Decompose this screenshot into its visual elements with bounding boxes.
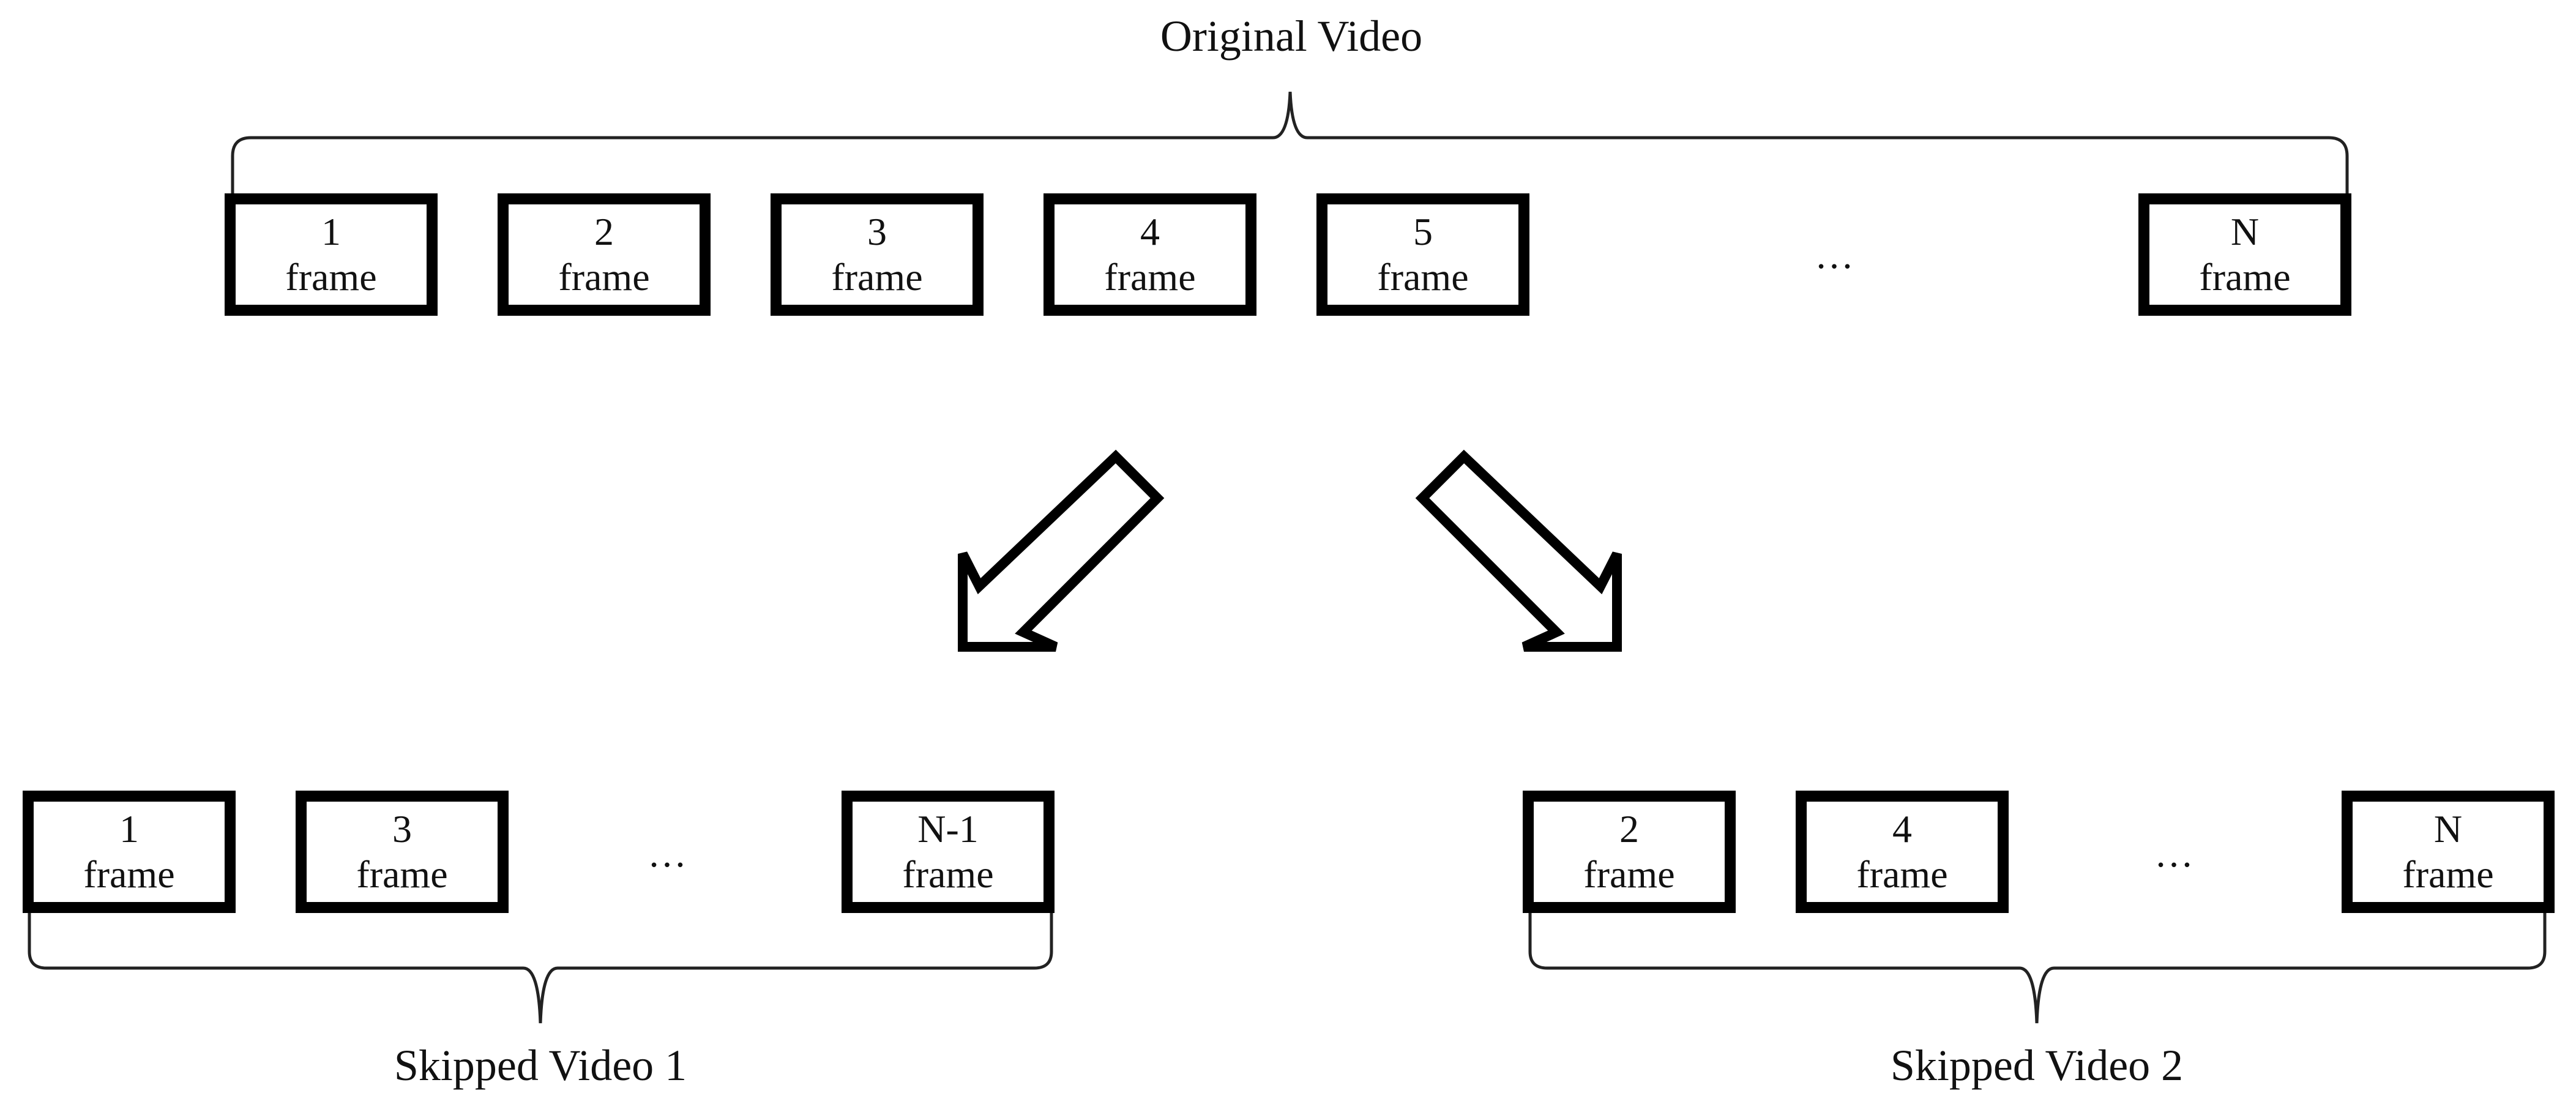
original-frame-4: 4 frame: [1043, 193, 1256, 316]
skipped-video-2-label: Skipped Video 2: [1890, 1041, 2184, 1090]
skipped-video-2-brace: [1528, 912, 2547, 1024]
frame-word: frame: [1104, 255, 1196, 299]
original-frame-3: 3 frame: [771, 193, 984, 316]
original-ellipsis: …: [1815, 233, 1854, 277]
arrow-down-right-icon: [1415, 449, 1622, 652]
frame-word: frame: [831, 255, 923, 299]
frame-number: 4: [1140, 210, 1160, 253]
original-video-brace: [231, 91, 2349, 196]
original-frame-n: N frame: [2138, 193, 2351, 316]
frame-number: 1: [321, 210, 341, 253]
skipped1-frame-n-1: N-1 frame: [842, 791, 1055, 913]
frame-word: frame: [83, 852, 175, 896]
skipped1-frame-3: 3 frame: [296, 791, 509, 913]
skipped1-frame-1: 1 frame: [23, 791, 236, 913]
original-video-label: Original Video: [1160, 12, 1423, 61]
frame-number: 4: [1892, 807, 1912, 851]
frame-word: frame: [2199, 255, 2291, 299]
frame-word: frame: [1856, 852, 1948, 896]
frame-word: frame: [356, 852, 448, 896]
skipped-video-1-label: Skipped Video 1: [394, 1041, 687, 1090]
frame-number: 3: [867, 210, 887, 253]
original-frame-2: 2 frame: [498, 193, 711, 316]
skipped2-frame-n: N frame: [2342, 791, 2555, 913]
original-frame-5: 5 frame: [1316, 193, 1529, 316]
skipped-video-1-brace: [28, 912, 1053, 1024]
frame-number: 3: [392, 807, 412, 851]
original-frame-1: 1 frame: [225, 193, 438, 316]
frame-word: frame: [1583, 852, 1675, 896]
arrow-down-left-icon: [958, 449, 1165, 652]
frame-number: N-1: [917, 807, 979, 851]
skipped1-ellipsis: …: [648, 832, 687, 875]
frame-number: N: [2230, 210, 2260, 253]
frame-number: 2: [594, 210, 614, 253]
frame-number: 2: [1619, 807, 1639, 851]
frame-number: 1: [119, 807, 139, 851]
frame-word: frame: [2402, 852, 2494, 896]
skipped2-frame-2: 2 frame: [1523, 791, 1736, 913]
frame-word: frame: [558, 255, 650, 299]
skipped2-frame-4: 4 frame: [1796, 791, 2009, 913]
frame-number: 5: [1413, 210, 1433, 253]
frame-word: frame: [1377, 255, 1469, 299]
frame-word: frame: [285, 255, 377, 299]
skipped2-ellipsis: …: [2154, 832, 2193, 875]
frame-word: frame: [902, 852, 994, 896]
frame-number: N: [2433, 807, 2463, 851]
